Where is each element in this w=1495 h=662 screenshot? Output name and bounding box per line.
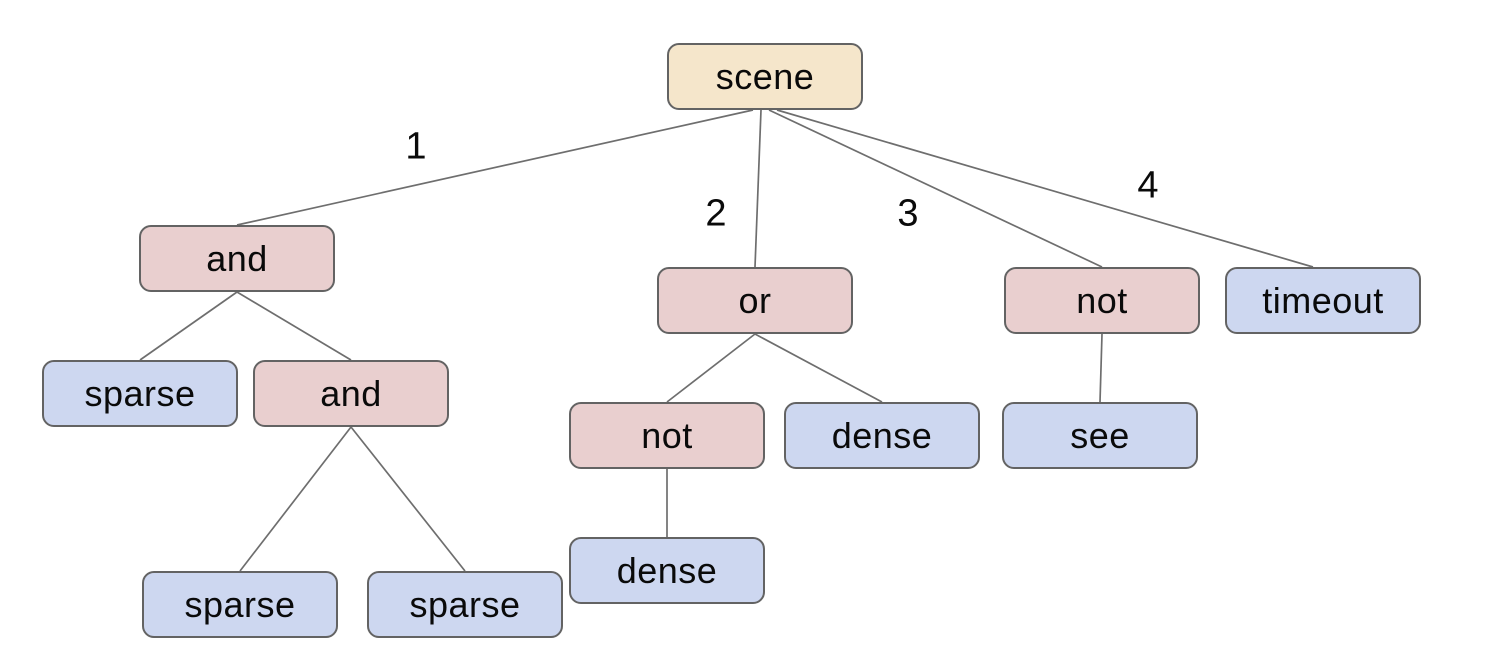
edge-and1-sparse1 xyxy=(139,291,238,361)
edge-label-3: 3 xyxy=(897,192,919,235)
tree-node-sparse3: sparse xyxy=(367,571,563,638)
edge-label-4: 4 xyxy=(1137,164,1159,207)
edge-scene-timeout1 xyxy=(776,109,1314,268)
tree-node-scene: scene xyxy=(667,43,863,110)
edge-scene-and1 xyxy=(236,109,754,226)
tree-node-not2: not xyxy=(569,402,765,469)
edge-or1-not2 xyxy=(666,333,756,403)
edge-and2-sparse2 xyxy=(239,426,352,572)
tree-node-timeout1: timeout xyxy=(1225,267,1421,334)
tree-node-sparse2: sparse xyxy=(142,571,338,638)
tree-node-sparse1: sparse xyxy=(42,360,238,427)
edge-not1-see1 xyxy=(1099,333,1103,403)
edge-and2-sparse3 xyxy=(350,426,466,572)
tree-node-dense1: dense xyxy=(784,402,980,469)
tree-node-and2: and xyxy=(253,360,449,427)
edge-label-2: 2 xyxy=(705,192,727,235)
edge-and1-and2 xyxy=(236,291,352,361)
edge-scene-not1 xyxy=(768,109,1103,268)
edge-or1-dense1 xyxy=(754,333,883,403)
tree-node-see1: see xyxy=(1002,402,1198,469)
tree-node-dense2: dense xyxy=(569,537,765,604)
tree-node-or1: or xyxy=(657,267,853,334)
tree-node-not1: not xyxy=(1004,267,1200,334)
edge-scene-or1 xyxy=(754,109,762,268)
tree-node-and1: and xyxy=(139,225,335,292)
edge-label-1: 1 xyxy=(405,125,427,168)
